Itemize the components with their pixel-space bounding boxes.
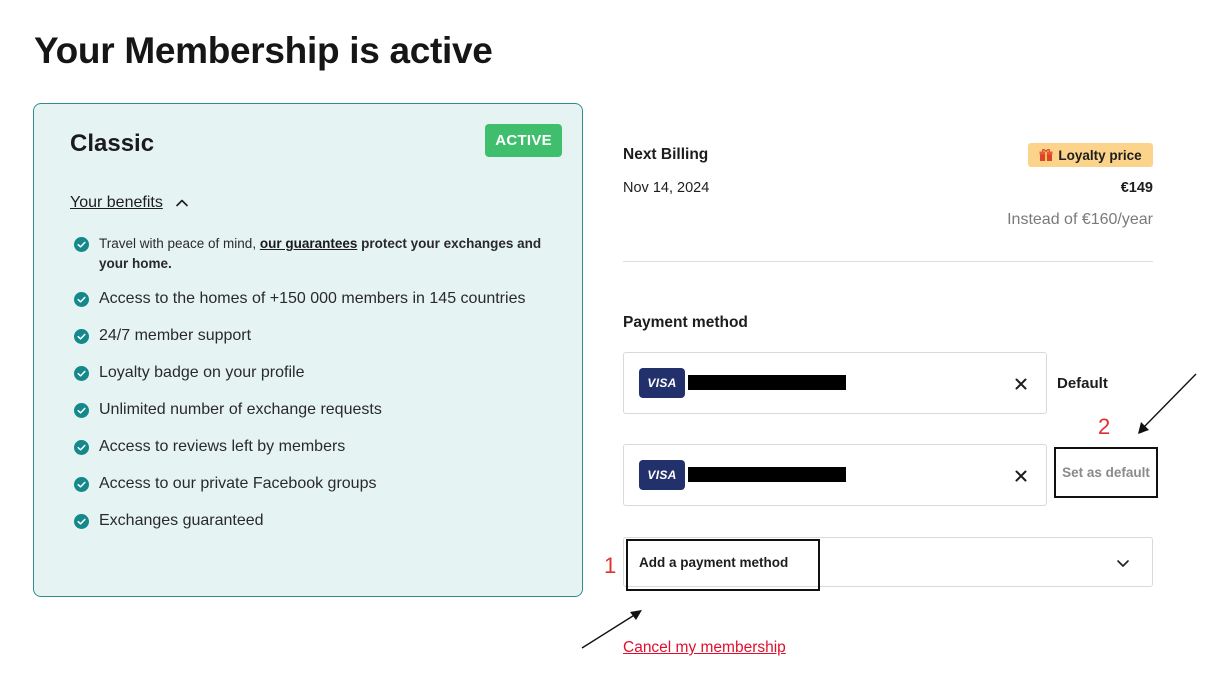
card-number-redacted: [688, 375, 846, 390]
loyalty-price-text: Loyalty price: [1058, 147, 1142, 163]
annotation-number: 1: [604, 553, 617, 578]
chevron-up-icon: [176, 199, 188, 207]
check-circle-icon: [74, 403, 89, 418]
next-billing-label: Next Billing: [623, 146, 709, 163]
annotation-highlight-box: [626, 539, 820, 591]
benefit-text: Unlimited number of exchange requests: [99, 401, 382, 418]
benefit-text: Access to our private Facebook groups: [99, 475, 377, 492]
benefits-toggle[interactable]: Your benefits: [70, 194, 189, 212]
benefit-text: Loyalty badge on your profile: [99, 364, 305, 381]
list-item: Access to the homes of +150 000 members …: [74, 290, 544, 308]
benefit-text: 24/7 member support: [99, 327, 252, 344]
billing-original-price: Instead of €160/year: [1007, 211, 1153, 228]
annotation-arrowhead: [630, 610, 642, 620]
gift-icon: [1039, 149, 1053, 161]
close-icon[interactable]: [1014, 377, 1028, 391]
chevron-down-icon: [1117, 560, 1129, 567]
annotation-number: 2: [1098, 414, 1111, 439]
plan-card: Classic ACTIVE Your benefits Travel with…: [33, 103, 583, 597]
payment-card-row: VISA: [623, 352, 1047, 414]
benefit-rest-text: protect your exchanges and your home.: [99, 236, 542, 271]
benefit-text: Exchanges guaranteed: [99, 512, 264, 529]
benefits-toggle-label: Your benefits: [70, 194, 163, 211]
list-item: Travel with peace of mind, our guarantee…: [74, 234, 544, 274]
add-payment-method-label: Add a payment method: [639, 555, 789, 570]
page-title: Your Membership is active: [34, 30, 493, 71]
list-item: Access to our private Facebook groups: [74, 475, 544, 493]
benefit-list: Travel with peace of mind, our guarantee…: [74, 234, 544, 549]
list-item: Access to reviews left by members: [74, 438, 544, 456]
cancel-membership-link[interactable]: Cancel my membership: [623, 639, 786, 656]
divider: [623, 261, 1153, 262]
check-circle-icon: [74, 440, 89, 455]
guarantees-link[interactable]: our guarantees: [259, 236, 358, 251]
billing-price: €149: [1120, 180, 1153, 196]
visa-card-icon: VISA: [639, 460, 685, 490]
payment-method-label: Payment method: [623, 314, 748, 331]
list-item: Unlimited number of exchange requests: [74, 401, 544, 419]
payment-card-row: VISA: [623, 444, 1047, 506]
check-circle-icon: [74, 237, 89, 252]
list-item: 24/7 member support: [74, 327, 544, 345]
check-circle-icon: [74, 477, 89, 492]
check-circle-icon: [74, 514, 89, 529]
check-circle-icon: [74, 329, 89, 344]
plan-name: Classic: [70, 130, 155, 157]
benefit-text: Access to the homes of +150 000 members …: [99, 290, 526, 307]
billing-date: Nov 14, 2024: [623, 180, 710, 196]
loyalty-price-badge: Loyalty price: [1028, 143, 1153, 167]
card-number-redacted: [688, 467, 846, 482]
benefit-text: Access to reviews left by members: [99, 438, 346, 455]
benefit-intro-text: Travel with peace of mind,: [99, 236, 260, 251]
check-circle-icon: [74, 292, 89, 307]
add-payment-method-dropdown[interactable]: Add a payment method: [623, 537, 1153, 591]
annotation-arrowhead: [1138, 422, 1149, 434]
list-item: Exchanges guaranteed: [74, 512, 544, 530]
annotation-arrow: [1142, 373, 1197, 429]
benefit-text: Travel with peace of mind, our guarantee…: [99, 234, 544, 274]
close-icon[interactable]: [1014, 469, 1028, 483]
default-card-label: Default: [1057, 375, 1108, 392]
check-circle-icon: [74, 366, 89, 381]
status-badge: ACTIVE: [485, 124, 562, 157]
list-item: Loyalty badge on your profile: [74, 364, 544, 382]
visa-card-icon: VISA: [639, 368, 685, 398]
set-as-default-button[interactable]: Set as default: [1054, 447, 1158, 498]
